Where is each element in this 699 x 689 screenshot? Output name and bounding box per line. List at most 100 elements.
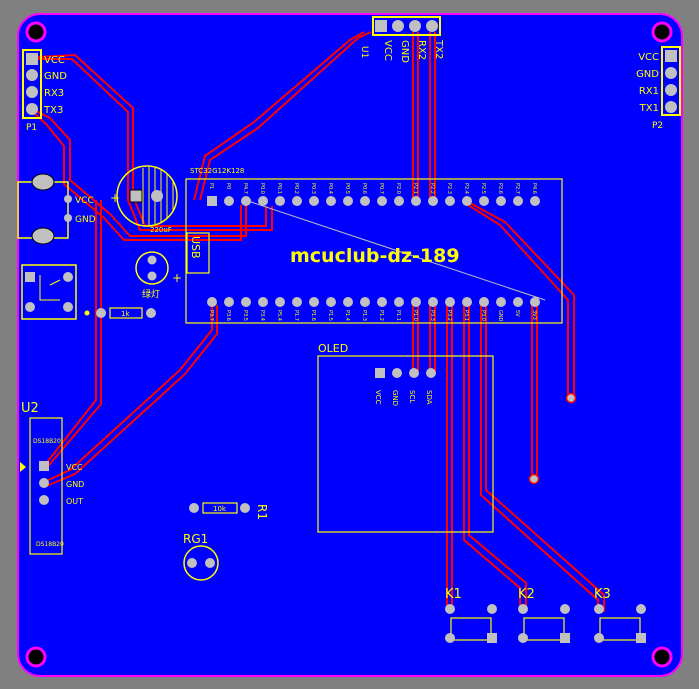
header-right-pin-1: VCC [638, 52, 659, 63]
header-bluetooth-pin-3: RX3 [44, 88, 64, 99]
header-bluetooth-pin-4: TX3 [43, 105, 63, 116]
mcu-bottom-pin-label: P1.7 [293, 310, 299, 321]
usb-outline [186, 232, 210, 274]
mcu-top-pin-label: P2.2 [429, 183, 435, 194]
rg1-ref: RG1 [183, 532, 208, 546]
header-right-pad-4 [665, 101, 677, 113]
header-bluetooth-outline [22, 49, 42, 119]
sensor-module-label-vcc: VCC [75, 196, 94, 206]
mcu-bottom-pin-label: P1.3 [361, 310, 367, 321]
capacitor: + 220uF [110, 165, 178, 234]
mcu-bottom-pad [360, 297, 370, 307]
mcu-bottom-pin-label: P5.4 [276, 310, 282, 321]
mcu-outline [185, 178, 563, 324]
mcu-top-pad [530, 196, 540, 206]
header-right-pin-2: GND [636, 69, 659, 80]
mcu-bottom-pad [411, 297, 421, 307]
sensor-module-pad-a [31, 173, 55, 191]
mcu-bottom-pad [462, 297, 472, 307]
mcu-top-pin-label: P4.7 [242, 183, 248, 194]
header-right-pin-4: TX1 [639, 103, 659, 114]
mcu-bottom-pad [275, 297, 285, 307]
sensor-module-pin-vcc [64, 195, 72, 203]
mcu-bottom-pad [224, 297, 234, 307]
key-pad [445, 633, 455, 643]
mcu-bottom-pad [343, 297, 353, 307]
header-right: VCC GND RX1 TX1 P2 [636, 46, 681, 131]
header-right-ref: P2 [652, 121, 663, 131]
r1-value: 10k [213, 505, 227, 513]
mcu-top-pad [394, 196, 404, 206]
mcu-top-pin-label: P0.3 [310, 183, 316, 194]
mcu-part-no: STC32G12K128 [190, 167, 244, 175]
header-top-outline [372, 16, 441, 36]
key-pad [560, 633, 570, 643]
oled-pad-4 [426, 368, 436, 378]
key-k2[interactable]: K2 [518, 587, 570, 643]
key-pad [445, 604, 455, 614]
mcu-bottom-pin-label: P1.1 [395, 310, 401, 321]
mcu-top-pad [360, 196, 370, 206]
mounting-hole-br [651, 646, 673, 668]
key-k1[interactable]: K1 [445, 587, 497, 643]
mcu-bottom-pin-label: P3.1 [463, 310, 469, 321]
header-bluetooth-pad-2 [26, 69, 38, 81]
header-right-pad-2 [665, 67, 677, 79]
u2-top-text: DS18B20 [33, 438, 61, 445]
header-top-pad-1 [375, 20, 387, 32]
mcu-bottom-pad [530, 297, 540, 307]
mcu-top-pin-label: P1 [208, 183, 214, 189]
relay-pad-2 [63, 272, 73, 282]
key-pad [594, 604, 604, 614]
resistor-1k-pad-a [96, 308, 106, 318]
u2-module: U2 DS18B20 DS18B20 VCC GND OUT [20, 401, 84, 555]
r1-pad-b [240, 503, 250, 513]
header-bluetooth-pad-1 [26, 53, 38, 65]
mcu-bottom-pad [292, 297, 302, 307]
oled-outline [317, 355, 494, 533]
mcu-top-pad [292, 196, 302, 206]
r1-body [202, 502, 238, 514]
mcu-bottom-pin-label: P3.5 [242, 310, 248, 321]
sensor-module-pad-b [31, 227, 55, 245]
capacitor-plus: + [110, 191, 120, 205]
u2-pin-1: VCC [66, 463, 83, 472]
mcu-bottom-pin-label: P1.0 [412, 310, 418, 321]
oled-module: OLED VCC GND SCL SDA [317, 342, 494, 533]
header-top-pin-1: VCC [382, 40, 393, 61]
mcu-bottom-pin-label: P1.6 [310, 310, 316, 321]
header-right-pin-3: RX1 [639, 86, 659, 97]
key-k3[interactable]: K3 [594, 587, 646, 643]
led-outline [135, 251, 169, 285]
mcu-top-pad [343, 196, 353, 206]
capacitor-pad-neg [151, 190, 163, 202]
mcu-bottom-pad [479, 297, 489, 307]
key-body [523, 617, 565, 641]
rg1-pad-a [187, 558, 197, 568]
oled-pin-3: SCL [408, 390, 416, 403]
relay-module [21, 264, 77, 320]
mcu-bottom-pin-label: 5V [514, 310, 520, 317]
key-pad [487, 604, 497, 614]
capacitor-outline [116, 165, 178, 227]
u2-pad-1 [39, 461, 49, 471]
mcu-top-pad [411, 196, 421, 206]
header-top: U1 VCC GND RX2 TX2 [359, 16, 444, 63]
oled-pad-3 [409, 368, 419, 378]
header-top-pin-3: RX2 [416, 40, 427, 60]
resistor-1k-body [109, 307, 143, 319]
header-bluetooth: VCC GND RX3 TX3 P1 [22, 49, 67, 133]
capacitor-value: 220uF [150, 226, 172, 234]
mcu-top-pin-label: P2.4 [463, 183, 469, 194]
mcu-top-pin-label: P2.5 [480, 183, 486, 194]
mcu-top-pad [513, 196, 523, 206]
led-plus: + [172, 271, 182, 285]
mcu-top-pad [428, 196, 438, 206]
u2-pin-3: OUT [66, 497, 83, 506]
resistor-1k-dot [84, 310, 90, 316]
u2-pin1-marker [20, 462, 26, 472]
board-title: mcuclub-dz-189 [290, 245, 460, 267]
header-top-ref: U1 [359, 46, 369, 58]
